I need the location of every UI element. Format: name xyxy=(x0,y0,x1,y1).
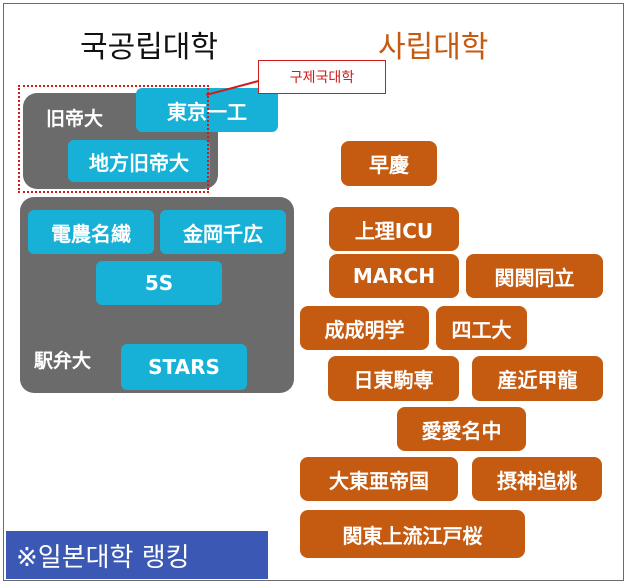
box-daitoua-teikoku: 大東亜帝国 xyxy=(300,457,458,501)
box-nittou-komasen: 日東駒専 xyxy=(328,356,459,401)
box-sokei: 早慶 xyxy=(341,141,437,186)
box-kin-oka-sen-kou: 金岡千広 xyxy=(160,210,286,254)
box-setsushin-tsuitou: 摂神追桃 xyxy=(472,457,602,501)
box-aiai-meichuu: 愛愛名中 xyxy=(397,407,526,451)
private-heading: 사립대학 xyxy=(378,30,489,65)
box-sankin-kouryuu: 産近甲龍 xyxy=(472,356,603,401)
ekiben-group-label: 駅弁大 xyxy=(34,350,92,372)
box-jouri-icu: 上理ICU xyxy=(329,207,459,251)
box-yon-kou-dai: 四工大 xyxy=(436,306,527,350)
box-den-nou-mei-sen: 電農名繊 xyxy=(28,210,154,254)
imperial-group-label: 旧帝大 xyxy=(46,108,104,130)
imperial-highlight xyxy=(18,85,209,193)
box-chiho-kyuteidai: 地方旧帝大 xyxy=(68,140,210,182)
box-kankan-douritsu: 関関同立 xyxy=(466,254,603,298)
box-stars: STARS xyxy=(121,344,247,390)
box-5s: 5S xyxy=(96,261,222,305)
callout-label: 구제국대학 xyxy=(258,60,386,94)
diagram-frame xyxy=(3,3,624,581)
national-heading: 국공립대학 xyxy=(80,30,218,65)
box-march: MARCH xyxy=(329,254,459,298)
box-seisei-meigaku: 成成明学 xyxy=(300,306,429,350)
box-kantou-jouryuu-edozakura: 関東上流江戸桜 xyxy=(300,510,525,558)
footer-label: ※일본대학 랭킹 xyxy=(6,531,268,579)
